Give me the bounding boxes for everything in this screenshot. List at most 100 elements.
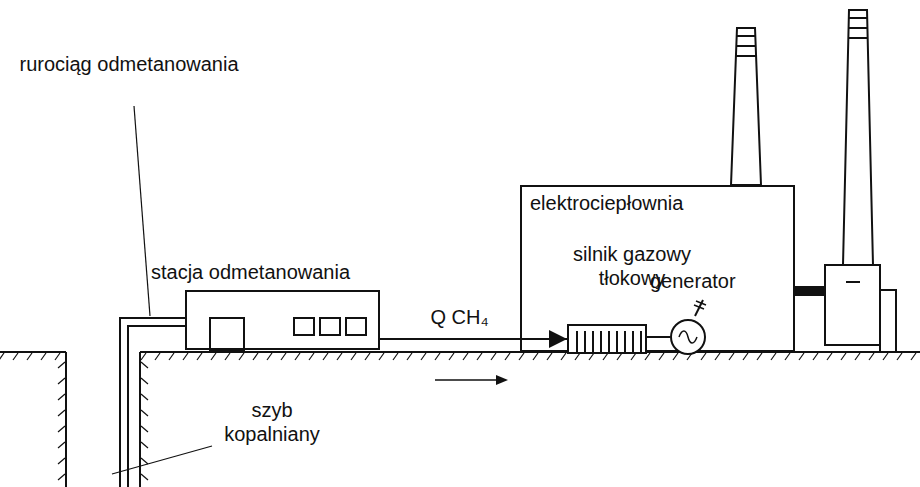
hatch-stroke [323,353,328,360]
hatch-stroke [58,362,65,368]
hatch-stroke [169,353,174,360]
hatch-stroke [715,353,720,360]
hatch-stroke [58,426,65,432]
sine-symbol [672,321,704,353]
hatch-stroke [141,474,148,480]
node-label: generator [650,269,736,293]
hatch-stroke [547,353,552,360]
hatch-stroke [701,353,706,360]
chimney-band [736,55,756,57]
fin [616,331,618,352]
hatch-stroke [141,362,148,368]
shaft-label: szyb kopalniany [212,398,332,446]
pipeline [128,326,186,487]
shaft-coupling [647,336,670,338]
hatch-stroke [58,474,65,480]
hatch-stroke [673,353,678,360]
hatch-stroke [729,353,734,360]
boiler-mark [846,281,860,283]
chimney-band [849,27,867,29]
chimney-band [849,17,867,19]
hatch-stroke [141,353,146,360]
duct [795,287,825,295]
fin [592,331,594,352]
hatch-stroke [659,353,664,360]
hatch-stroke [365,353,370,360]
hatch-stroke [141,410,148,416]
flow-arrow [435,379,500,381]
hatch-stroke [239,353,244,360]
hatch-stroke [897,353,902,360]
power-wire-tick [694,305,704,309]
ground-hatching [0,353,916,480]
hatch-stroke [295,353,300,360]
hatch-stroke [155,353,160,360]
leader-line [112,446,212,474]
chimney-band [848,37,868,39]
pipeline [120,318,186,487]
hatch-stroke [141,394,148,400]
hatch-stroke [351,353,356,360]
hatch-stroke [435,353,440,360]
hatch-stroke [855,353,860,360]
hatch-stroke [505,353,510,360]
hatch-stroke [463,353,468,360]
hatch-stroke [449,353,454,360]
hatch-stroke [757,353,762,360]
hatch-stroke [58,458,65,464]
hatch-stroke [533,353,538,360]
hatch-stroke [197,353,202,360]
hatch-stroke [813,353,818,360]
hatch-stroke [58,442,65,448]
hatch-stroke [141,458,148,464]
gas-engine-box: silnik gazowy tłokowy [567,324,647,354]
hatch-stroke [141,442,148,448]
fin [608,331,610,352]
hatch-stroke [0,353,4,360]
fin [576,331,578,352]
chimney [843,10,873,265]
hatch-stroke [841,353,846,360]
hatch-stroke [267,353,272,360]
hatch-stroke [883,353,888,360]
hatch-stroke [58,394,65,400]
hatch-stroke [393,353,398,360]
window [294,318,314,335]
chimney-band [737,35,755,37]
hatch-stroke [225,353,230,360]
fin [584,331,586,352]
hatch-stroke [589,353,594,360]
power-wire-tick [696,301,706,305]
door [210,318,244,350]
hatch-stroke [253,353,258,360]
boiler [825,265,880,345]
generator-circle: generator [670,319,706,355]
fin [632,331,634,352]
boiler-base [880,290,896,352]
hatch-stroke [141,426,148,432]
gas-pipe [380,338,567,340]
hatch-stroke [55,353,60,360]
hatch-stroke [631,353,636,360]
hatch-stroke [421,353,426,360]
hatch-stroke [785,353,790,360]
hatch-stroke [575,353,580,360]
hatch-stroke [519,353,524,360]
engine-fins [569,326,645,352]
node-label: stacja odmetanowania [151,260,350,284]
fin [624,331,626,352]
node-label: elektrociepłownia [530,191,683,215]
hatch-stroke [743,353,748,360]
ground-line [0,351,66,353]
station-building: stacja odmetanowania [185,290,380,350]
fin [600,331,602,352]
power-plant-building: elektrociepłownia silnik gazowy tłokowy ge… [520,185,795,352]
hatch-stroke [309,353,314,360]
hatch-stroke [281,353,286,360]
hatch-stroke [141,378,148,384]
hatch-stroke [407,353,412,360]
chimney-band [737,45,756,47]
hatch-stroke [27,353,32,360]
hatch-stroke [869,353,874,360]
hatch-stroke [911,353,916,360]
